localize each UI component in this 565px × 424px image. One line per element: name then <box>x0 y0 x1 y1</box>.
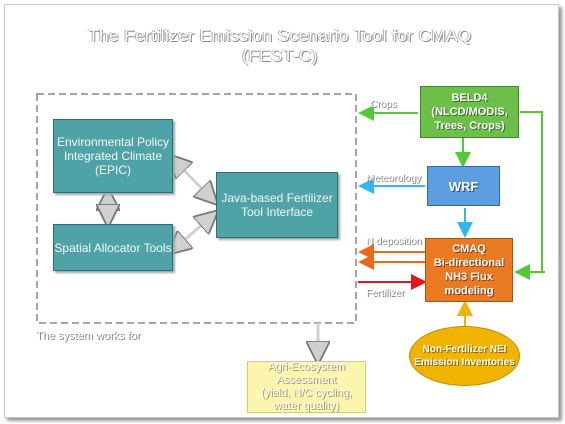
node-java-tool-label: Java-based Fertilizer Tool Interface <box>221 191 333 219</box>
node-agri-ecosystem: Agri-Ecosystem Assessment (yield, N/C cy… <box>247 361 366 413</box>
node-nonfertilizer-inventories: Non-Fertilizer NEI Emission Inventories <box>409 326 520 386</box>
node-epic: Environmental Policy Integrated Climate … <box>53 119 173 193</box>
node-wrf-label: WRF <box>448 178 479 194</box>
node-wrf: WRF <box>427 166 500 206</box>
node-agri-ecosystem-label: Agri-Ecosystem Assessment (yield, N/C cy… <box>260 361 353 412</box>
node-spatial-allocator-label: Spatial Allocator Tools <box>54 240 172 255</box>
system-boundary <box>36 93 357 324</box>
edge-sa-java <box>172 214 214 251</box>
node-spatial-allocator: Spatial Allocator Tools <box>53 224 173 271</box>
diagram-title-line1: The Fertilizer Emission Scenario Tool fo… <box>88 26 472 45</box>
edge-label-fertilizer: Fertilizer <box>366 288 405 299</box>
diagram-title: The Fertilizer Emission Scenario Tool fo… <box>20 26 540 66</box>
node-beld4: BELD4 (NLCD/MODIS, Trees, Crops) <box>420 86 519 138</box>
system-works-for-label: The system works for <box>36 330 141 342</box>
diagram-title-line2: (FEST-C) <box>242 46 318 65</box>
edge-label-crops: Crops <box>370 99 397 110</box>
edge-beld4-cmaq <box>520 111 545 273</box>
node-epic-label: Environmental Policy Integrated Climate … <box>56 135 170 177</box>
node-cmaq-label: CMAQ Bi-directional NH3 Flux modeling <box>433 243 505 297</box>
edge-label-meteorology: Meteorology <box>366 173 422 184</box>
node-beld4-label: BELD4 (NLCD/MODIS, Trees, Crops) <box>431 92 508 132</box>
edge-label-deposition: N deposition <box>366 236 422 247</box>
node-java-tool: Java-based Fertilizer Tool Interface <box>216 172 338 238</box>
edge-epic-java <box>172 158 214 201</box>
node-cmaq: CMAQ Bi-directional NH3 Flux modeling <box>425 238 513 302</box>
node-nonfertilizer-label: Non-Fertilizer NEI Emission Inventories <box>414 344 515 368</box>
